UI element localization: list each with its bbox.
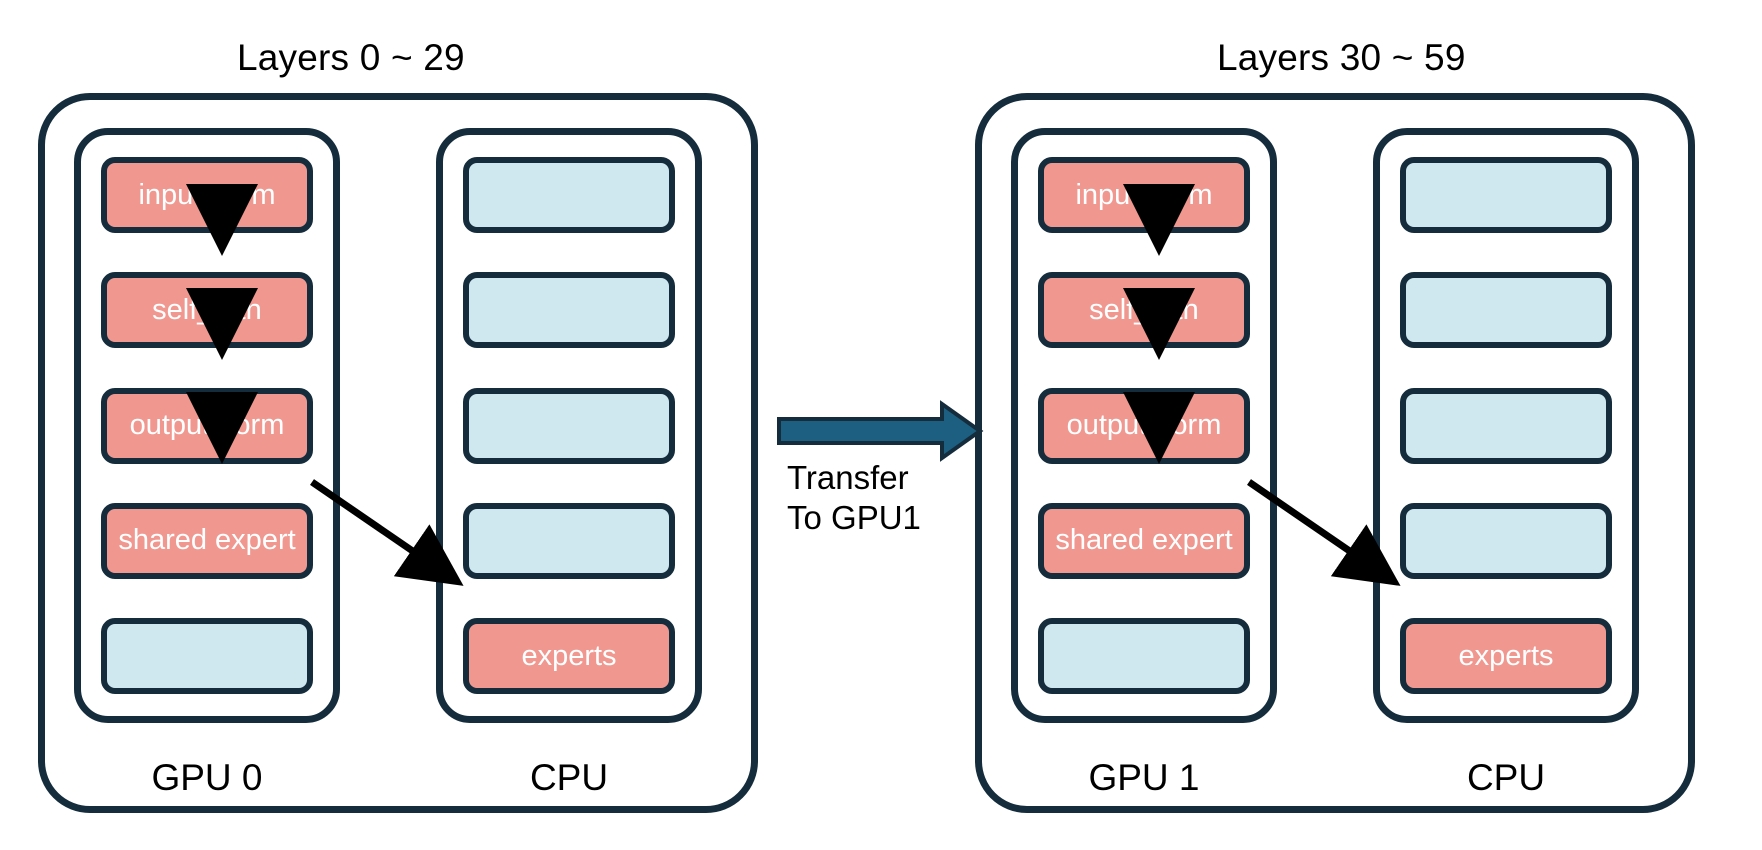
column-gpu0: input norm self_attn output norm shared … <box>74 128 340 723</box>
slot-output-norm[interactable]: output norm <box>101 387 313 464</box>
slot-empty[interactable] <box>463 157 675 233</box>
slot-input-norm[interactable]: input norm <box>101 157 313 233</box>
transfer-label-line2: To GPU1 <box>787 499 921 537</box>
device-label-cpu0: CPU <box>529 757 609 798</box>
slot-empty[interactable] <box>1038 618 1250 694</box>
slot-shared-expert[interactable]: shared expert <box>1038 502 1250 579</box>
transfer-label-line1: Transfer <box>787 459 909 496</box>
slot-output-norm[interactable]: output norm <box>1038 387 1250 464</box>
slot-empty[interactable] <box>463 272 675 349</box>
slot-experts[interactable]: experts <box>1400 618 1612 694</box>
slot-empty[interactable] <box>1400 502 1612 579</box>
device-label-gpu1: GPU 1 <box>1088 757 1200 798</box>
slot-empty[interactable] <box>1400 157 1612 233</box>
column-gpu1: input norm self_attn output norm shared … <box>1011 128 1277 723</box>
transfer-label: Transfer To GPU1 <box>787 458 921 539</box>
column-cpu0: experts <box>436 128 702 723</box>
slot-empty[interactable] <box>1400 387 1612 464</box>
device-label-gpu0: GPU 0 <box>151 757 263 798</box>
slot-empty[interactable] <box>463 502 675 579</box>
slot-shared-expert[interactable]: shared expert <box>101 502 313 579</box>
slot-self-attn[interactable]: self_attn <box>101 272 313 349</box>
panel-right-title: Layers 30 ~ 59 <box>1217 37 1466 78</box>
slot-self-attn[interactable]: self_attn <box>1038 272 1250 349</box>
slot-empty[interactable] <box>463 387 675 464</box>
device-label-cpu1: CPU <box>1466 757 1546 798</box>
slot-empty[interactable] <box>1400 272 1612 349</box>
panel-left-title: Layers 0 ~ 29 <box>237 37 465 78</box>
transfer-arrow <box>777 400 984 462</box>
column-cpu1: experts <box>1373 128 1639 723</box>
slot-experts[interactable]: experts <box>463 618 675 694</box>
slot-input-norm[interactable]: input norm <box>1038 157 1250 233</box>
slot-empty[interactable] <box>101 618 313 694</box>
